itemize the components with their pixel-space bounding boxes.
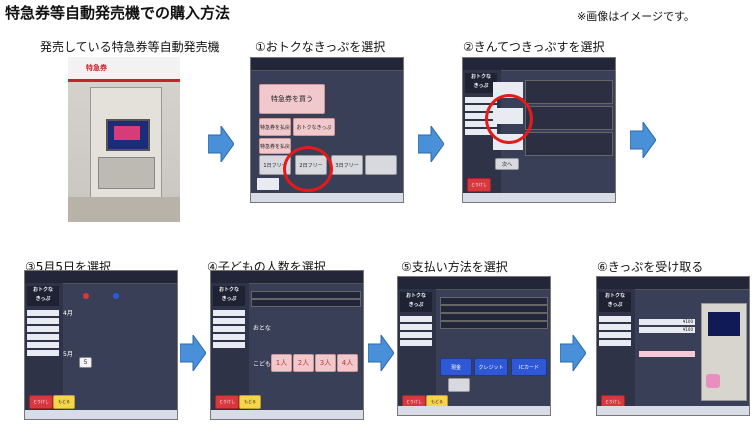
month-label-april: 4月 — [63, 310, 73, 317]
step-caption-6: ⑥きっぷを受け取る — [597, 260, 704, 274]
arrow-right-icon — [559, 333, 587, 375]
month-label-may: 5月 — [63, 351, 73, 358]
child-count-1-button[interactable]: 1人 — [271, 354, 292, 372]
back-button[interactable]: もどる — [53, 395, 75, 409]
highlight-circle — [283, 146, 333, 192]
amount-row-2: ¥100 — [639, 327, 695, 333]
refund-button[interactable]: 特急券を払戻 — [259, 118, 291, 136]
arrow-right-icon — [367, 333, 395, 375]
screen-step-5: おトクなきっぷ 現金 クレジット ICカード とりけし もどる — [397, 276, 551, 416]
cancel-button[interactable]: とりけし — [467, 178, 491, 192]
machine-sign: 特急券 — [86, 64, 107, 72]
cancel-button[interactable]: とりけし — [215, 395, 239, 409]
child-count-2-button[interactable]: 2人 — [293, 354, 314, 372]
pay-credit-button[interactable]: クレジット — [474, 358, 508, 376]
cancel-button[interactable]: とりけし — [29, 395, 53, 409]
child-label: こども — [253, 361, 272, 368]
back-button[interactable]: もどる — [426, 395, 448, 409]
step-caption-1: ①おトクなきっぷを選択 — [255, 40, 386, 54]
option-button[interactable] — [448, 378, 470, 392]
step-caption-machine: 発売している特急券等自動発売機 — [40, 40, 220, 54]
pay-ic-card-button[interactable]: ICカード — [511, 358, 547, 376]
extra-option-button[interactable] — [365, 155, 397, 175]
screen-step-4: おトクなきっぷ おとな こども 1人 2人 3人 4人 とりけし もどる — [210, 270, 364, 420]
day-5-button[interactable]: 5 — [79, 357, 92, 368]
arrow-right-icon — [179, 333, 207, 375]
vending-machine-photo: 特急券 — [68, 57, 180, 222]
ticket-dispenser-image — [701, 303, 747, 401]
arrow-right-icon — [629, 120, 657, 162]
step-caption-5: ⑤支払い方法を選択 — [401, 260, 508, 274]
info-panel — [257, 178, 279, 190]
ticket-desc-c — [525, 132, 613, 156]
next-button[interactable]: 次へ — [495, 158, 519, 170]
adult-label: おとな — [253, 325, 271, 332]
discount-ticket-button[interactable]: おトクなきっぷ — [293, 118, 335, 136]
machine-screen — [106, 119, 150, 151]
screen-step-3: おトクなきっぷ 4月 5月 5 とりけし もどる — [24, 270, 178, 420]
child-count-3-button[interactable]: 3人 — [315, 354, 336, 372]
three-day-free-button[interactable]: 3日フリー — [331, 155, 363, 175]
screen-step-1: 特急券を買う 特急券を払戻 おトクなきっぷ 特急券を払戻 1日フリー 2日フリー… — [250, 57, 404, 203]
step-caption-2: ②きんてつきっぷすを選択 — [463, 40, 605, 54]
highlight-circle — [485, 94, 533, 144]
screen-step-6: おトクなきっぷ ¥100 ¥100 とりけし — [596, 276, 750, 416]
back-button[interactable]: もどる — [239, 395, 261, 409]
child-count-4-button[interactable]: 4人 — [337, 354, 358, 372]
arrow-right-icon — [417, 124, 445, 166]
arrow-right-icon — [207, 124, 235, 166]
screen-step-2: おトクなきっぷ 次へ とりけし — [462, 57, 616, 203]
refund-button-2[interactable]: 特急券を払戻 — [259, 138, 291, 154]
image-note: ※画像はイメージです。 — [577, 10, 695, 23]
ticket-desc-b — [525, 106, 613, 130]
ticket-desc-a — [525, 80, 613, 104]
pay-cash-button[interactable]: 現金 — [440, 358, 472, 376]
buy-express-ticket-button[interactable]: 特急券を買う — [259, 84, 325, 114]
page-title: 特急券等自動発売機での購入方法 — [5, 4, 231, 22]
amount-row-1: ¥100 — [639, 319, 695, 325]
